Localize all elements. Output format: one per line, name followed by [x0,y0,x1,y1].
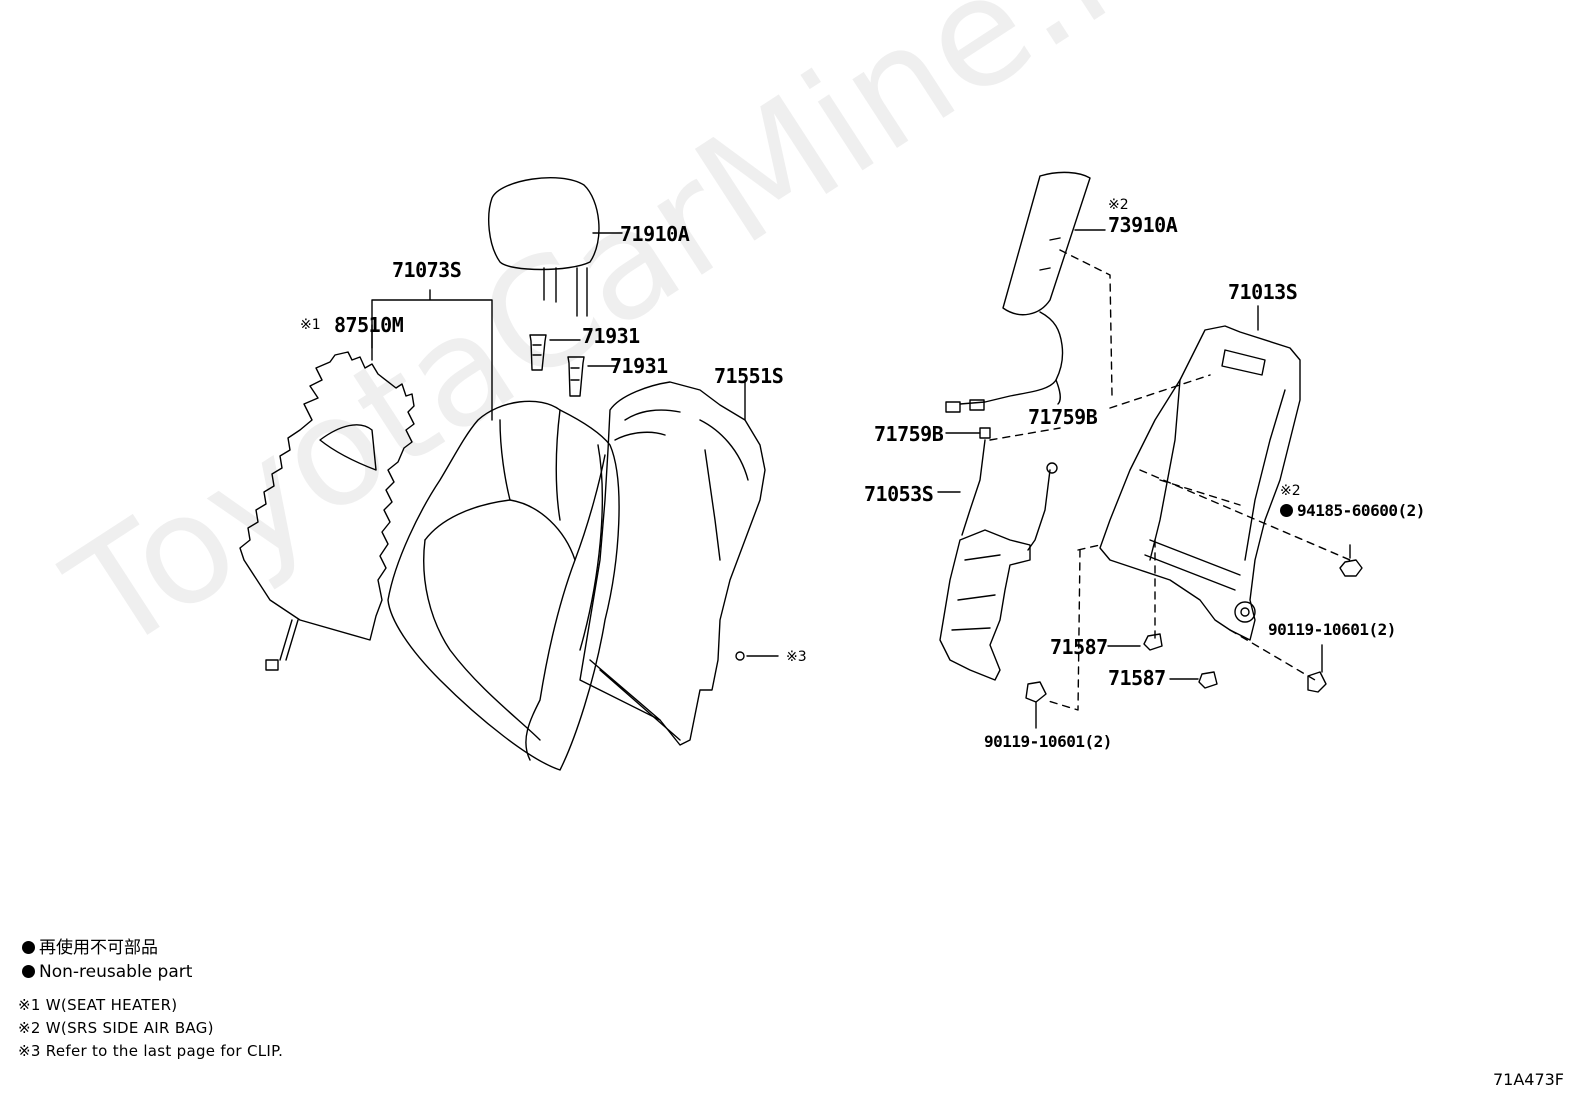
legend-en-text: Non-reusable part [39,962,193,982]
back-board-shape [579,379,779,746]
label-back-board[interactable]: 71551S [714,364,784,388]
legend-jp: 再使用不可部品 [22,940,158,957]
legend-jp-text: 再使用不可部品 [39,938,158,958]
mark-heater: ※1 [300,317,321,333]
note-1: ※1 W(SEAT HEATER) [18,996,178,1014]
mark-clip: ※3 [786,649,807,665]
label-support-1[interactable]: 71759B [874,422,944,446]
seat-cover-shape [387,400,620,771]
label-guide-2[interactable]: 71931 [610,354,668,378]
airbag-shape [945,171,1106,413]
label-support-2[interactable]: 71759B [1028,405,1098,429]
label-frame[interactable]: 71013S [1228,280,1298,304]
label-seat-heater[interactable]: 87510M [334,313,404,337]
label-guide-1[interactable]: 71931 [582,324,640,348]
headrest-guides [529,334,617,397]
label-bolt-b[interactable]: 90119-10601(2) [984,732,1112,751]
label-headrest[interactable]: 71910A [620,222,690,246]
diagram-code: 71A473F [1492,1070,1564,1089]
label-clip-1[interactable]: 71587 [1050,635,1108,659]
label-airbag[interactable]: 73910A [1108,213,1178,237]
label-clip-2[interactable]: 71587 [1108,666,1166,690]
mark-bolt: ※2 [1280,483,1301,499]
cover-bracket [371,289,493,421]
label-bolt-r2[interactable]: 90119-10601(2) [1268,620,1396,639]
lumbar-support-shape [937,427,1058,681]
seat-heater-shape [239,324,415,671]
non-reusable-dot-icon [22,941,35,954]
headrest-shape [488,177,623,317]
mark-airbag: ※2 [1108,197,1129,213]
label-bolt-r[interactable]: 94185-60600(2) [1280,503,1425,519]
seat-frame-shape [1099,305,1301,641]
non-reusable-dot-icon [22,965,35,978]
legend-en: Non-reusable part [22,964,192,981]
note-3: ※3 Refer to the last page for CLIP. [18,1042,284,1060]
label-lumbar[interactable]: 71053S [864,482,934,506]
label-bolt-r-text: 94185-60600(2) [1297,501,1425,520]
fasteners [1025,544,1363,729]
label-cover-assy[interactable]: 71073S [392,258,462,282]
assembly-lines [989,249,1351,711]
note-2: ※2 W(SRS SIDE AIR BAG) [18,1019,214,1037]
non-reusable-dot-icon [1280,504,1293,517]
